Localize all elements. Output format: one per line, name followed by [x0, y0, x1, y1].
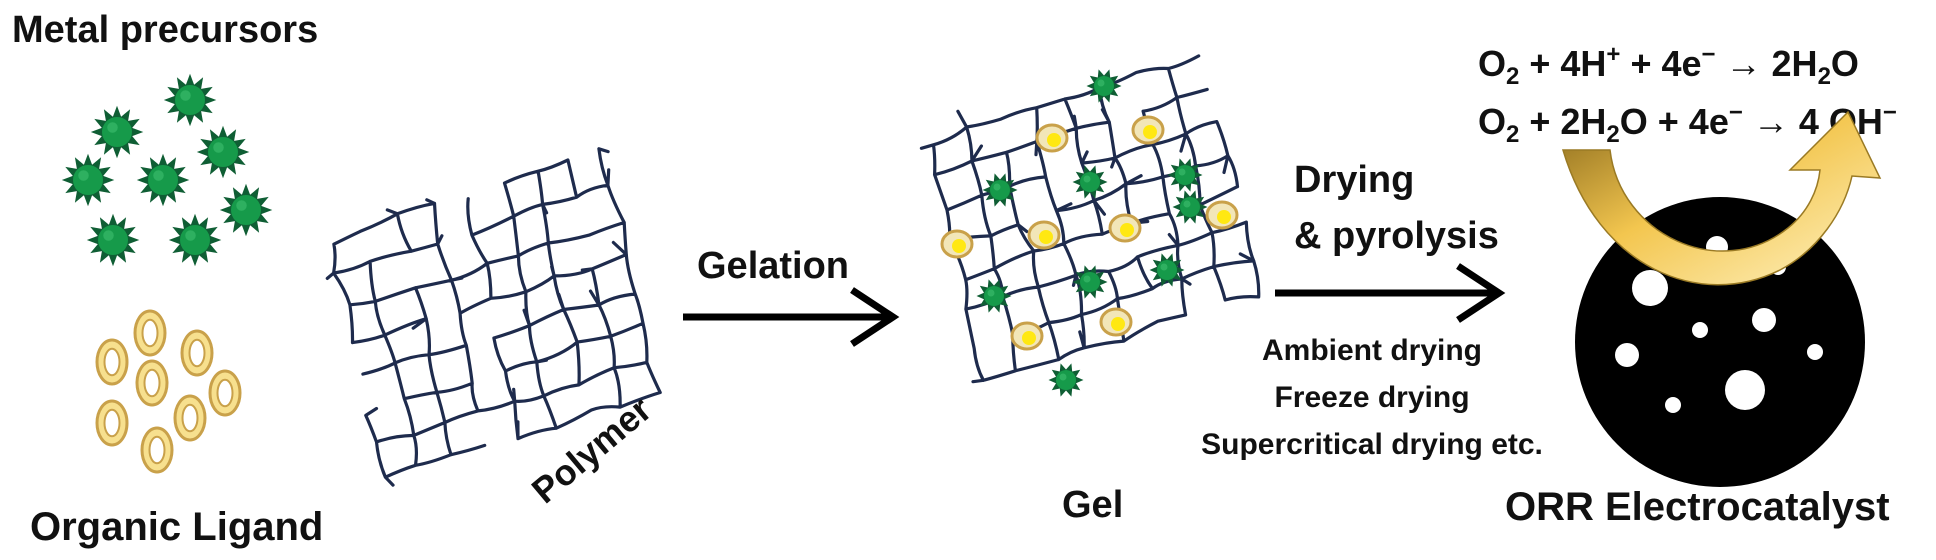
drying-label-line2: & pyrolysis: [1294, 215, 1499, 257]
electrocatalyst-label: ORR Electrocatalyst: [1505, 485, 1890, 529]
metal-precursor: [168, 213, 222, 267]
metal-precursor: [1167, 158, 1203, 192]
metal-precursor: [196, 125, 250, 179]
metal-precursor-group: [61, 73, 273, 267]
metal-precursors-label: Metal precursors: [12, 9, 318, 51]
polymer-network: [325, 147, 662, 487]
network-strands: [325, 147, 662, 487]
metal-precursor: [1149, 253, 1185, 287]
organic-ligand-label: Organic Ligand: [30, 505, 323, 549]
drying-method-freeze: Freeze drying: [1274, 381, 1469, 414]
gel-ligand-core: [1111, 317, 1125, 331]
metal-precursor: [1086, 69, 1122, 103]
metal-precursor: [86, 213, 140, 267]
metal-precursor: [1072, 265, 1108, 299]
metal-precursor: [219, 183, 273, 237]
curved-reaction-arrow: [1561, 110, 1882, 286]
drying-label-line1: Drying: [1294, 159, 1414, 201]
metal-precursor: [61, 153, 115, 207]
metal-precursor: [163, 73, 217, 127]
drying-arrow: [1275, 263, 1506, 323]
gel-particles: [940, 69, 1239, 397]
gelation-arrow: [683, 287, 900, 347]
metal-precursor: [982, 173, 1018, 207]
gelation-label: Gelation: [697, 245, 849, 287]
metal-precursor: [1048, 363, 1084, 397]
polymer-label: Polymer: [524, 388, 659, 511]
orr-equation-acidic: O2 + 4H+ + 4e− → 2H2O: [1478, 41, 1859, 90]
gel-ligand-core: [1217, 210, 1231, 224]
drying-method-supercritical: Supercritical drying etc.: [1201, 428, 1543, 461]
gel-ligand-core: [1022, 331, 1036, 345]
metal-precursor: [136, 153, 190, 207]
electrocatalyst-sphere: [1575, 197, 1865, 487]
metal-precursor: [1072, 165, 1108, 199]
gel-ligand-core: [1120, 223, 1134, 237]
gel-ligand-core: [1143, 125, 1157, 139]
metal-precursor: [976, 279, 1012, 313]
metal-precursor: [90, 105, 144, 159]
metal-precursor: [1172, 190, 1208, 224]
gel-ligand-core: [952, 239, 966, 253]
organic-ligand-group: [95, 309, 242, 474]
gel-ligand-core: [1047, 133, 1061, 147]
drying-method-ambient: Ambient drying: [1262, 334, 1482, 367]
gel-label: Gel: [1062, 484, 1123, 526]
gel-ligand-core: [1039, 230, 1053, 244]
